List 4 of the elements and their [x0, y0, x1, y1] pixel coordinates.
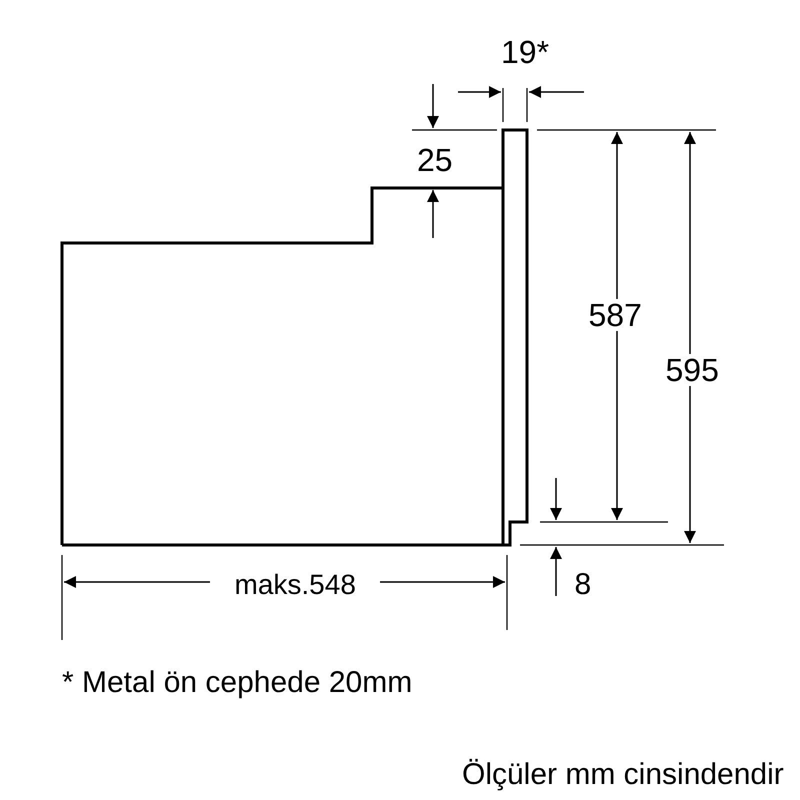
units-note: Ölçüler mm cinsindendir [462, 760, 784, 790]
dimension-label: 595 [666, 354, 719, 386]
footnote-text: * Metal ön cephede 20mm [62, 668, 412, 698]
dimension-label: 587 [588, 299, 642, 331]
